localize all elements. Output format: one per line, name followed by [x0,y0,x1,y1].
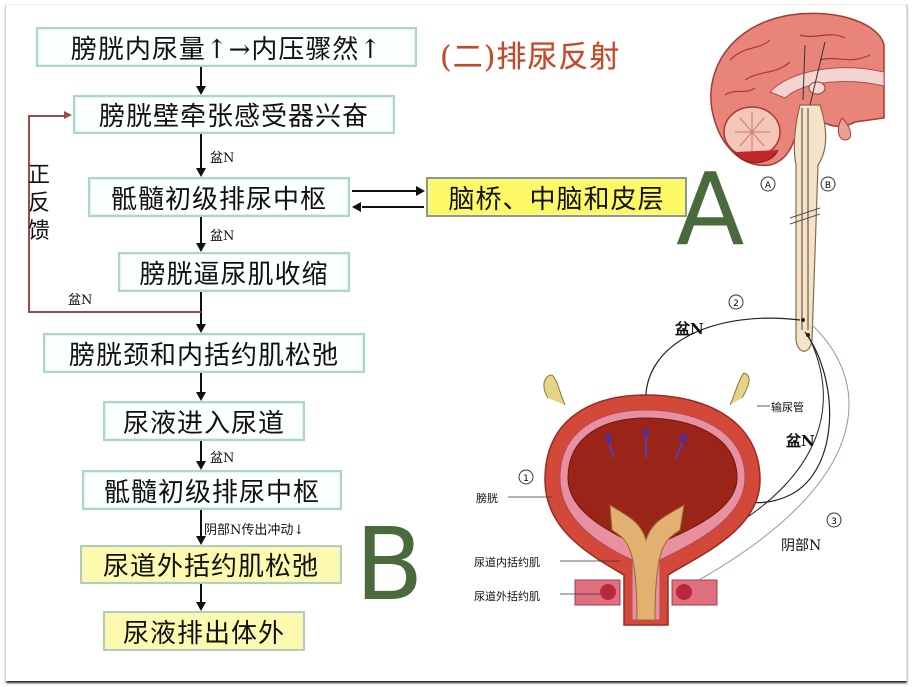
edge-label-pelvic-1: 盆N [210,151,235,166]
label-internal-sphincter: 尿道内括约肌 [474,556,540,569]
label-external-sphincter: 尿道外括约肌 [474,590,540,603]
arrowhead-2 [196,168,206,177]
step-detrusor-contract: 膀胱逼尿肌收缩 [118,252,350,292]
feedback-line-bottom [28,311,201,313]
label-bladder: 膀胱 [476,492,498,505]
connector-7 [200,510,202,537]
arrowhead-from-higher-center [352,202,361,212]
arrowhead-8 [196,602,206,611]
arrowhead-5 [196,392,206,401]
connector-2 [200,134,202,169]
marker-a: A [676,151,745,268]
feedback-char-1: 正 [27,163,50,188]
arrowhead-1 [196,86,206,95]
feedback-line-vertical [28,115,30,312]
label-pelvic-nerve-right: 盆N [786,432,815,450]
brain-label-a: A [765,181,772,191]
step-urine-urethra: 尿液进入尿道 [103,401,305,441]
step-sacral-center-1: 骶髓初级排尿中枢 [88,177,350,217]
step-sacral-center-2: 骶髓初级排尿中枢 [82,470,342,510]
connector-4 [200,292,202,325]
connector-6 [200,441,202,462]
arrowhead-6 [196,461,206,470]
label-pudendal-nerve: 阴部N [781,538,822,554]
circle-number-2: 2 [733,299,739,309]
connector-1 [200,67,202,87]
step-bladder-pressure: 膀胱内尿量↑→内压骤然↑ [36,27,417,67]
edge-label-pelvic-feedback: 盆N [68,293,93,308]
slide-title: (二)排尿反射 [440,40,621,75]
arrowhead-3 [196,243,206,252]
connector-3 [200,217,202,244]
circle-number-1: 1 [523,474,529,484]
feedback-char-2: 反 [27,191,50,216]
step-neck-relax: 膀胱颈和内括约肌松弛 [43,333,365,373]
edge-label-pelvic-2: 盆N [210,229,235,244]
brain-icon [710,12,885,352]
label-pelvic-nerve-top: 盆N [675,320,704,338]
circle-number-3: 3 [831,517,837,527]
feedback-char-3: 馈 [27,219,50,244]
connector-8 [200,584,202,603]
connector-5 [200,373,202,393]
edge-label-pudendal: 阴部N传出冲动↓ [204,523,305,538]
step-external-sphincter: 尿道外括约肌松弛 [80,545,342,584]
arrow-from-higher-center [362,206,424,208]
higher-center-box: 脑桥、中脑和皮层 [426,177,687,217]
arrow-to-higher-center [352,190,417,192]
marker-b: B [355,506,424,623]
step-urine-expelled: 尿液排出体外 [103,611,305,651]
feedback-line-top [28,115,66,117]
edge-label-pelvic-3: 盆N [210,451,235,466]
bladder-icon [543,372,761,626]
step-stretch-receptor: 膀胱壁牵张感受器兴奋 [73,95,395,134]
arrowhead-to-higher-center [416,186,425,196]
label-ureter: 输尿管 [771,401,804,414]
arrowhead-7 [196,536,206,545]
arrowhead-4 [196,324,206,333]
brain-label-b: B [825,181,831,191]
feedback-label: 正 反 馈 [27,162,51,246]
feedback-arrowhead [64,111,72,119]
